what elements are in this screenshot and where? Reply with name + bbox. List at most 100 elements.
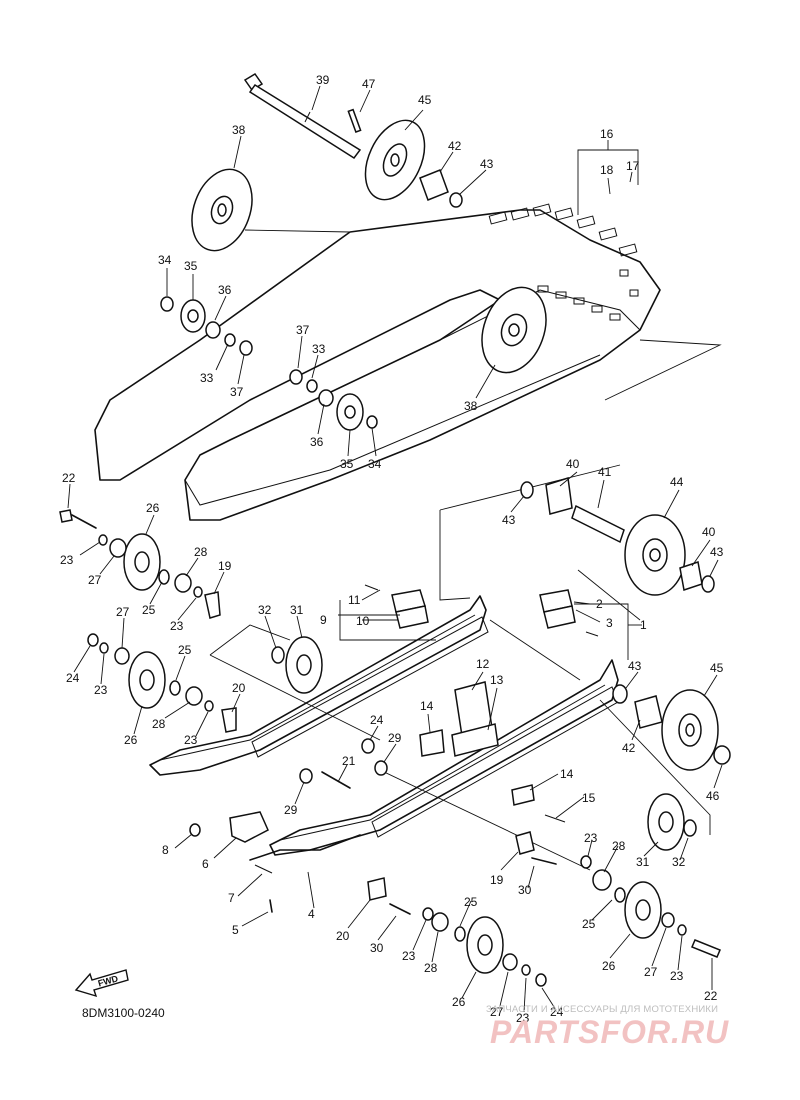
callout-37: 37	[230, 385, 244, 399]
callout-23c: 23	[94, 683, 108, 697]
callout-15: 15	[582, 791, 596, 805]
callout-leaders	[67, 85, 723, 1013]
callout-30: 30	[370, 941, 384, 955]
callout-35b: 35	[340, 457, 354, 471]
callout-25d: 25	[582, 917, 596, 931]
callout-38: 38	[232, 123, 246, 137]
callout-26d: 26	[602, 959, 616, 973]
callout-37b: 37	[296, 323, 310, 337]
callout-23h: 23	[670, 969, 684, 983]
callout-19b: 19	[490, 873, 504, 887]
callout-36: 36	[218, 283, 232, 297]
callout-3: 3	[606, 616, 613, 630]
watermark-logo: PARTSFOR.RU	[490, 1014, 730, 1050]
watermark-caption: ЗАПЧАСТИ И АКСЕССУАРЫ ДЛЯ МОТОТЕХНИКИ	[486, 1004, 719, 1015]
callout-26: 26	[146, 501, 160, 515]
callout-43: 43	[480, 157, 494, 171]
callout-28b: 28	[152, 717, 166, 731]
fwd-arrow-icon: FWD	[74, 969, 129, 998]
callout-9: 9	[320, 613, 327, 627]
callout-41: 41	[598, 465, 612, 479]
callout-47: 47	[362, 77, 376, 91]
callout-38b: 38	[464, 399, 478, 413]
callout-26b: 26	[124, 733, 138, 747]
callout-24: 24	[66, 671, 80, 685]
callout-40b: 40	[702, 525, 716, 539]
callout-33: 33	[200, 371, 214, 385]
wheel-26-right	[580, 855, 721, 958]
callout-13: 13	[490, 673, 504, 687]
callout-18: 18	[600, 163, 614, 177]
callout-28d: 28	[612, 839, 626, 853]
callout-11: 11	[348, 593, 361, 607]
callout-25b: 25	[178, 643, 192, 657]
callout-23f: 23	[516, 1011, 530, 1025]
callout-32: 32	[258, 603, 272, 617]
callout-34: 34	[158, 253, 172, 267]
callout-19: 19	[218, 559, 232, 573]
bolts-misc	[59, 509, 557, 915]
callout-17: 17	[626, 159, 640, 173]
callout-20: 20	[232, 681, 246, 695]
callout-40: 40	[566, 457, 580, 471]
wheel-31-right	[647, 793, 697, 851]
callout-7: 7	[228, 891, 235, 905]
slide-rail-left	[149, 595, 489, 776]
callout-43b: 43	[628, 659, 642, 673]
callout-14b: 14	[560, 767, 574, 781]
callout-25c: 25	[464, 895, 478, 909]
callout-20b: 20	[336, 929, 350, 943]
callout-1: 1	[640, 618, 647, 632]
wheel-26-bottom	[422, 907, 547, 987]
callout-22b: 22	[704, 989, 718, 1003]
callout-22: 22	[62, 471, 76, 485]
callout-labels: 39 47 45 38 42 43 16 18 17 34 35 36 33 3…	[60, 73, 724, 1025]
callout-31b: 31	[636, 855, 650, 869]
wheel-38-lower	[481, 286, 547, 374]
callout-26c: 26	[452, 995, 466, 1009]
callout-4: 4	[308, 907, 315, 921]
callout-42: 42	[448, 139, 462, 153]
callout-23d: 23	[184, 733, 198, 747]
callout-25: 25	[142, 603, 156, 617]
callout-29b: 29	[284, 803, 298, 817]
callout-27c: 27	[490, 1005, 504, 1019]
callout-6: 6	[202, 857, 209, 871]
wheel-38-upper	[191, 168, 253, 252]
callout-23e: 23	[402, 949, 416, 963]
track-lugs	[488, 203, 639, 321]
callout-44: 44	[670, 475, 684, 489]
callout-27b: 27	[116, 605, 130, 619]
callout-32b: 32	[672, 855, 686, 869]
callout-31: 31	[290, 603, 304, 617]
wheel-26-mid	[87, 633, 237, 733]
wheel-31-left	[271, 636, 323, 694]
watermark: ЗАПЧАСТИ И АКСЕССУАРЫ ДЛЯ МОТОТЕХНИКИ PA…	[486, 1004, 786, 1054]
right-shaft-assembly	[520, 477, 715, 596]
rear-shaft-assembly	[612, 684, 731, 771]
callout-45: 45	[418, 93, 432, 107]
callout-10: 10	[356, 614, 370, 628]
callout-23b: 23	[170, 619, 184, 633]
callout-43c: 43	[502, 513, 516, 527]
callout-12: 12	[476, 657, 490, 671]
callout-27d: 27	[644, 965, 658, 979]
track-small-parts	[160, 296, 378, 431]
diagram-code: 8DM3100-0240	[82, 1006, 165, 1020]
assembly-guide-lines	[209, 229, 722, 871]
callout-33b: 33	[312, 342, 326, 356]
callout-16: 16	[600, 127, 614, 141]
bracket-right	[539, 589, 599, 637]
callout-28: 28	[194, 545, 208, 559]
callout-2: 2	[596, 597, 603, 611]
callout-43d: 43	[710, 545, 724, 559]
callout-46: 46	[706, 789, 720, 803]
callout-42b: 42	[622, 741, 636, 755]
callout-39: 39	[316, 73, 330, 87]
callout-24c: 24	[550, 1005, 564, 1019]
callout-23g: 23	[584, 831, 598, 845]
track-belt	[94, 203, 661, 521]
upper-shaft-assembly	[243, 72, 463, 208]
callout-23: 23	[60, 553, 74, 567]
